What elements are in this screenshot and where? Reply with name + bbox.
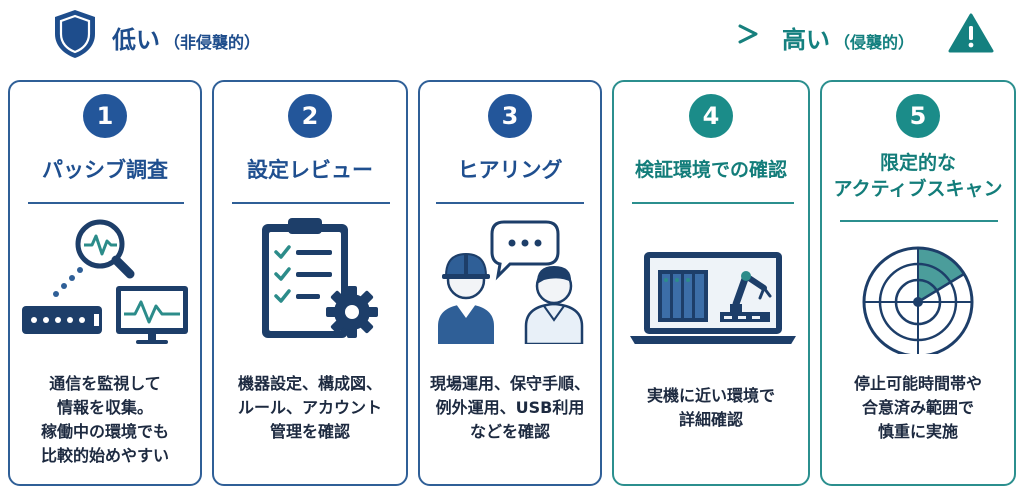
description-line: 現場運用、保守手順、: [429, 374, 590, 393]
step-title-line: アクティブスキャン: [833, 178, 1003, 200]
divider: [840, 220, 998, 222]
description-line: 通信を監視して: [49, 374, 161, 393]
invasiveness-scale: 低い （非侵襲的） 高い （侵襲的）: [0, 0, 1024, 72]
description-line: 比較的始めやすい: [40, 446, 169, 465]
description-line: ルール、アカウント: [237, 398, 382, 417]
description-line: 慎重に実施: [877, 422, 958, 441]
description-line: 実機に近い環境で: [646, 386, 775, 405]
description-line: などを確認: [469, 422, 550, 441]
step-title: 限定的な アクティブスキャン: [822, 150, 1014, 202]
step-title-line: 設定レビュー: [247, 158, 373, 182]
low-label: 低い （非侵襲的）: [112, 20, 260, 55]
high-label-text: 高い: [782, 26, 830, 54]
high-label: 高い （侵襲的）: [782, 20, 914, 55]
step-card-4: 4 検証環境での確認 実機に近い環境で 詳細確認: [612, 80, 810, 486]
interview-people-icon: [438, 220, 584, 344]
divider: [436, 202, 584, 204]
step-description: 現場運用、保守手順、 例外運用、USB利用 などを確認: [420, 372, 600, 444]
description-line: 例外運用、USB利用: [435, 398, 585, 417]
step-title-line: パッシブ調査: [42, 158, 168, 182]
step-title-line: ヒアリング: [457, 158, 563, 182]
step-number: 3: [488, 94, 532, 138]
step-description: 通信を監視して 情報を収集。 稼働中の環境でも 比較的始めやすい: [10, 372, 200, 468]
scale-arrow: [300, 24, 758, 44]
description-line: 詳細確認: [678, 410, 743, 429]
description-line: 機器設定、構成図、: [237, 374, 382, 393]
high-label-sub: （侵襲的）: [834, 33, 915, 52]
step-number: 1: [83, 94, 127, 138]
step-title: パッシブ調査: [10, 156, 200, 184]
checklist-gear-icon: [262, 218, 378, 338]
shield-icon: [55, 10, 95, 58]
warning-icon: [948, 13, 994, 53]
low-label-sub: （非侵襲的）: [164, 33, 261, 52]
step-description: 機器設定、構成図、 ルール、アカウント 管理を確認: [214, 372, 406, 444]
step-card-3: 3 ヒアリング 現場運用、保守手順、 例外運用、USB利用 などを確認: [418, 80, 602, 486]
laptop-robot-icon: [630, 252, 796, 344]
description-line: 合意済み範囲で: [861, 398, 974, 417]
step-card-2: 2 設定レビュー: [212, 80, 408, 486]
divider: [232, 202, 390, 204]
step-number: 4: [689, 94, 733, 138]
step-title: 検証環境での確認: [614, 156, 808, 184]
step-description: 実機に近い環境で 詳細確認: [614, 384, 808, 432]
description-line: 情報を収集。: [56, 398, 153, 417]
step-title-line: 限定的な: [879, 152, 956, 174]
radar-icon: [862, 246, 974, 354]
step-title-line: 検証環境での確認: [634, 159, 787, 181]
divider: [28, 202, 184, 204]
step-description: 停止可能時間帯や 合意済み範囲で 慎重に実施: [822, 372, 1014, 444]
step-number: 5: [896, 94, 940, 138]
divider: [632, 202, 794, 204]
step-title: ヒアリング: [420, 156, 600, 184]
network-monitor-icon: [22, 219, 188, 344]
description-line: 管理を確認: [269, 422, 350, 441]
step-number: 2: [288, 94, 332, 138]
description-line: 停止可能時間帯や: [853, 374, 982, 393]
description-line: 稼働中の環境でも: [40, 422, 169, 441]
low-label-text: 低い: [112, 26, 160, 54]
step-card-5: 5 限定的な アクティブスキャン 停止可能時間帯や 合意済み範囲で 慎重に実施: [820, 80, 1016, 486]
step-title: 設定レビュー: [214, 156, 406, 184]
step-card-1: 1 パッシブ調査 通信を監視して 情報を収集。 稼働中の環境でも 比較的始めやす…: [8, 80, 202, 486]
